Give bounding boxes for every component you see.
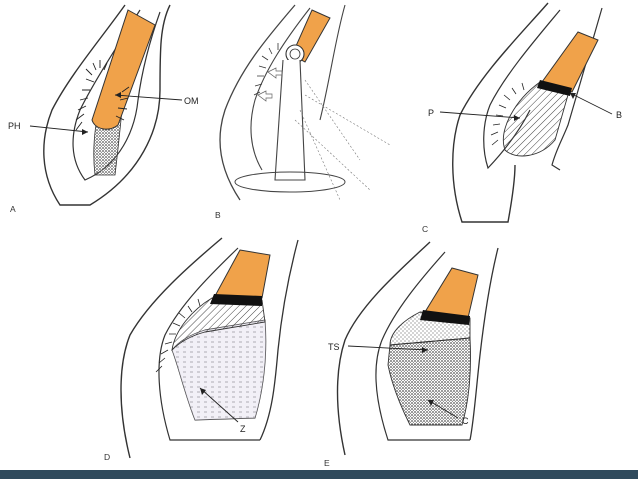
label-p: P xyxy=(428,108,434,118)
arrow-p xyxy=(440,112,520,118)
apical-seal xyxy=(210,294,262,306)
gutta-percha-cone xyxy=(425,268,478,318)
flow-arrow-2 xyxy=(258,91,272,101)
label-z: Z xyxy=(240,424,246,434)
panel-label-e: E xyxy=(324,458,330,468)
panel-label-d: D xyxy=(104,452,110,462)
arrow-ph xyxy=(30,126,88,132)
label-om: OM xyxy=(184,96,199,106)
label-b: B xyxy=(616,110,622,120)
gutta-percha-cone xyxy=(92,10,155,129)
label-ph: PH xyxy=(8,121,21,131)
figure-c: P B C xyxy=(422,3,622,234)
flow-arrow-1 xyxy=(268,68,282,78)
label-c: C xyxy=(462,416,469,426)
arrow-ph-head xyxy=(82,129,88,135)
figure-e: TS C E xyxy=(324,242,498,468)
label-ts: TS xyxy=(328,342,340,352)
bottom-bar xyxy=(0,470,638,479)
carrier-shaft xyxy=(275,60,305,180)
zone-c-fill xyxy=(388,338,471,425)
panel-label-c: C xyxy=(422,224,428,234)
figure-a: PH OM A xyxy=(8,5,199,214)
panel-label-a: A xyxy=(10,204,16,214)
arrow-b xyxy=(570,93,612,114)
gutta-percha-cone xyxy=(215,250,270,298)
carrier-dotted-lines xyxy=(295,80,390,200)
panel-label-b: B xyxy=(215,210,221,220)
figure-d: Z D xyxy=(104,238,298,462)
figure-b: B xyxy=(215,5,390,220)
